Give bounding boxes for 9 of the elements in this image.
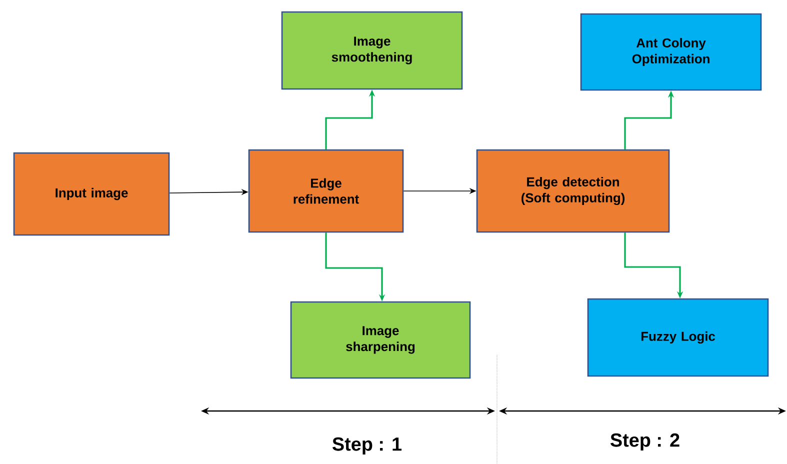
process-box: Image sharpening: [290, 301, 471, 379]
process-box: Input image: [13, 152, 170, 236]
process-box: Image smoothening: [281, 11, 463, 90]
step-label: Step : 1: [332, 437, 402, 455]
process-box: Fuzzy Logic: [587, 298, 769, 377]
process-box: Edge refinement: [248, 149, 404, 233]
process-box: Edge detection (Soft computing): [476, 149, 670, 233]
step-label: Step : 2: [610, 433, 680, 451]
process-box: Ant Colony Optimization: [580, 13, 762, 91]
